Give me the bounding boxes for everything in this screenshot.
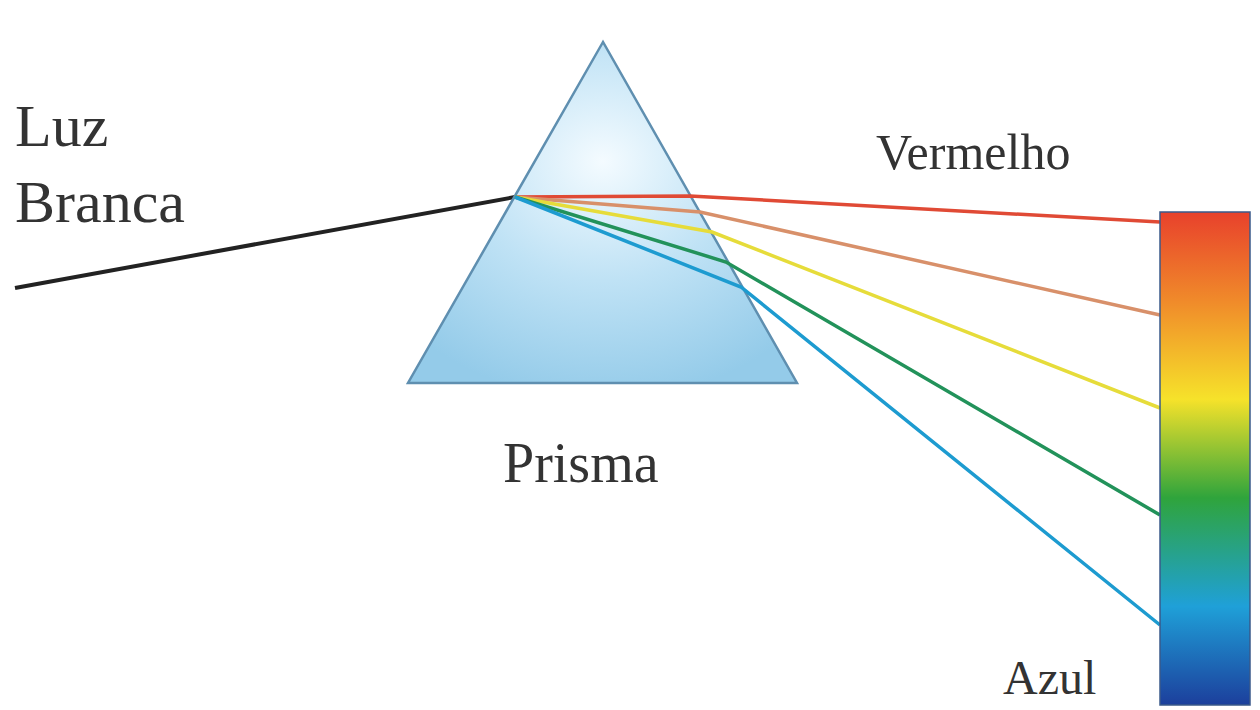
yellow-ray [515, 197, 1160, 408]
spectrum-bar [1160, 212, 1250, 705]
text-label: Luz Branca [15, 88, 265, 240]
text-label: Prisma [503, 430, 763, 496]
blue-ray [515, 197, 1160, 625]
text-label: Azul [1003, 650, 1153, 706]
text-label: Vermelho [876, 122, 1176, 182]
red-ray [515, 196, 1160, 222]
dispersed-rays [515, 196, 1160, 625]
